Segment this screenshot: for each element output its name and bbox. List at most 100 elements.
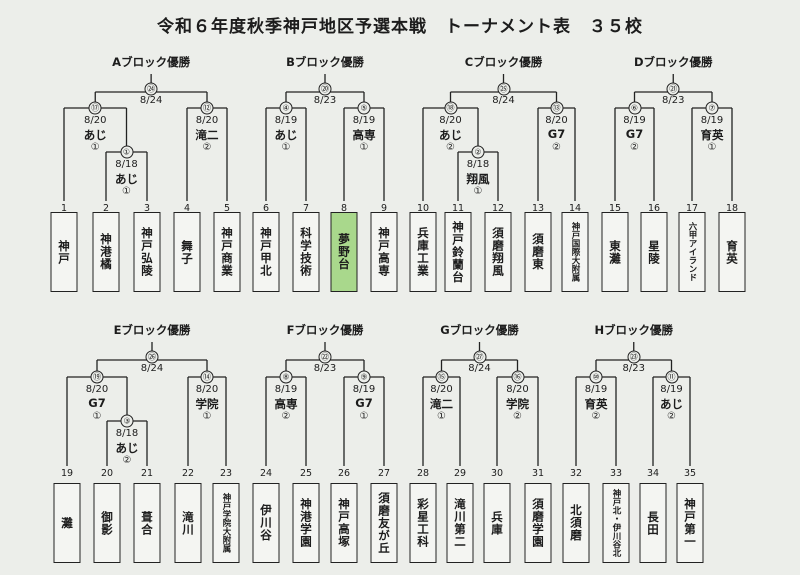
- game-number-badge: ⑯: [511, 370, 524, 384]
- winner-score-badge: ②: [552, 142, 561, 153]
- block-winner-label: Dブロック優勝: [633, 55, 713, 69]
- block-winner-label: Aブロック優勝: [112, 55, 191, 69]
- game-number-badge: ㉑: [666, 82, 680, 96]
- team-number: 23: [219, 468, 233, 479]
- team-number: 14: [568, 203, 582, 214]
- match-date: 8/19: [274, 384, 298, 395]
- block-winner-label: Hブロック優勝: [594, 323, 674, 337]
- team-box: 葺合: [133, 483, 161, 563]
- winner-label: 高専: [352, 128, 376, 142]
- team-number: 11: [451, 203, 465, 214]
- winner-score-badge: ②: [446, 142, 455, 153]
- team-name: 滝川第二: [453, 498, 467, 548]
- team-name: 神戸: [57, 239, 71, 265]
- game-number-badge: ⑲: [90, 370, 104, 384]
- team-name: 須磨友が丘: [377, 491, 391, 555]
- team-name: 六甲アイランド: [687, 222, 697, 282]
- team-number: 4: [183, 203, 191, 214]
- winner-score-badge: ②: [591, 411, 601, 422]
- team-name: 神戸北・伊川谷北: [611, 489, 621, 557]
- team-name: 神戸商業: [220, 227, 234, 277]
- match-date: 8/23: [313, 363, 337, 374]
- winner-label: あじ: [115, 441, 139, 455]
- team-box: 神港学園: [292, 483, 320, 563]
- match-date: 8/20: [430, 384, 453, 395]
- winner-score-badge: ①: [122, 186, 131, 197]
- match-date: 8/23: [622, 363, 645, 374]
- match-date: 8/20: [545, 115, 568, 126]
- winner-label: G7: [625, 127, 644, 141]
- team-number: 3: [143, 203, 151, 214]
- team-number: 26: [337, 468, 351, 479]
- team-number: 31: [531, 468, 545, 479]
- game-number-badge: ㉗: [473, 350, 486, 364]
- match-date: 8/19: [623, 115, 646, 126]
- winner-score-badge: ①: [359, 411, 369, 422]
- game-number-badge: ⑨: [357, 370, 371, 384]
- winner-label: 学院: [506, 397, 529, 411]
- game-number-badge: ⑪: [665, 370, 678, 384]
- team-number: 13: [531, 203, 545, 214]
- team-number: 18: [725, 203, 739, 214]
- game-number-badge: ㉓: [627, 350, 641, 364]
- team-box: 神戸北・伊川谷北: [602, 483, 630, 563]
- team-name: 兵庫工業: [416, 227, 430, 277]
- match-date: 8/20: [195, 384, 219, 395]
- team-box: 科学技術: [292, 212, 320, 292]
- winner-label: あじ: [83, 128, 107, 142]
- block-winner-label: Bブロック優勝: [286, 55, 364, 69]
- team-number: 33: [609, 468, 623, 479]
- team-name: 舞子: [180, 239, 194, 265]
- team-number: 28: [416, 468, 430, 479]
- team-name: 彩星工科: [416, 498, 430, 548]
- game-number-badge: ⑥: [628, 101, 641, 115]
- team-name: 育英: [725, 239, 739, 265]
- team-box: 神戸弘陵: [133, 212, 161, 292]
- team-box: 御影: [93, 483, 121, 563]
- team-box: 舞子: [173, 212, 201, 292]
- winner-score-badge: ②: [513, 411, 522, 422]
- winner-label: 滝二: [430, 397, 453, 411]
- team-number: 2: [102, 203, 110, 214]
- team-name: 神戸第一: [683, 498, 697, 548]
- team-name: 北須磨: [569, 504, 583, 542]
- team-number: 8: [340, 203, 348, 214]
- block-winner-label: Cブロック優勝: [464, 55, 543, 69]
- winner-score-badge: ①: [473, 186, 483, 197]
- game-number-badge: ⑭: [200, 370, 214, 384]
- team-number: 21: [140, 468, 154, 479]
- game-number-badge: ㉖: [145, 350, 159, 364]
- team-name: 須磨学園: [531, 498, 545, 548]
- team-box: 東灘: [601, 212, 629, 292]
- team-number: 12: [491, 203, 505, 214]
- match-date: 8/24: [139, 95, 163, 106]
- team-number: 10: [416, 203, 430, 214]
- team-box: 滝川第二: [446, 483, 474, 563]
- team-name: 神戸高塚: [337, 498, 351, 548]
- match-date: 8/20: [506, 384, 529, 395]
- team-number: 16: [647, 203, 661, 214]
- team-name: 神戸弘陵: [140, 227, 154, 277]
- game-number-badge: ⑰: [88, 101, 102, 115]
- game-number-badge: ⑩: [589, 370, 603, 384]
- team-name: 葺合: [140, 510, 154, 536]
- winner-score-badge: ①: [202, 411, 212, 422]
- winner-label: あじ: [660, 397, 683, 411]
- match-date: 8/23: [313, 95, 337, 106]
- team-box: 北須磨: [562, 483, 590, 563]
- team-box: 滝川: [174, 483, 202, 563]
- team-name: 伊川谷: [259, 504, 273, 542]
- match-date: 8/18: [115, 159, 138, 170]
- block-winner-label: Eブロック優勝: [113, 323, 191, 337]
- winner-label: 育英: [700, 128, 724, 142]
- team-number: 34: [646, 468, 660, 479]
- team-name: 神戸国際大附属: [570, 222, 580, 282]
- team-number: 17: [685, 203, 699, 214]
- team-number: 1: [60, 203, 68, 214]
- team-number: 25: [299, 468, 313, 479]
- game-number-badge: ㉕: [497, 82, 510, 96]
- team-name: 兵庫: [490, 510, 504, 536]
- team-name: 灘: [60, 516, 74, 530]
- winner-label: あじ: [439, 128, 462, 142]
- match-date: 8/24: [492, 95, 515, 106]
